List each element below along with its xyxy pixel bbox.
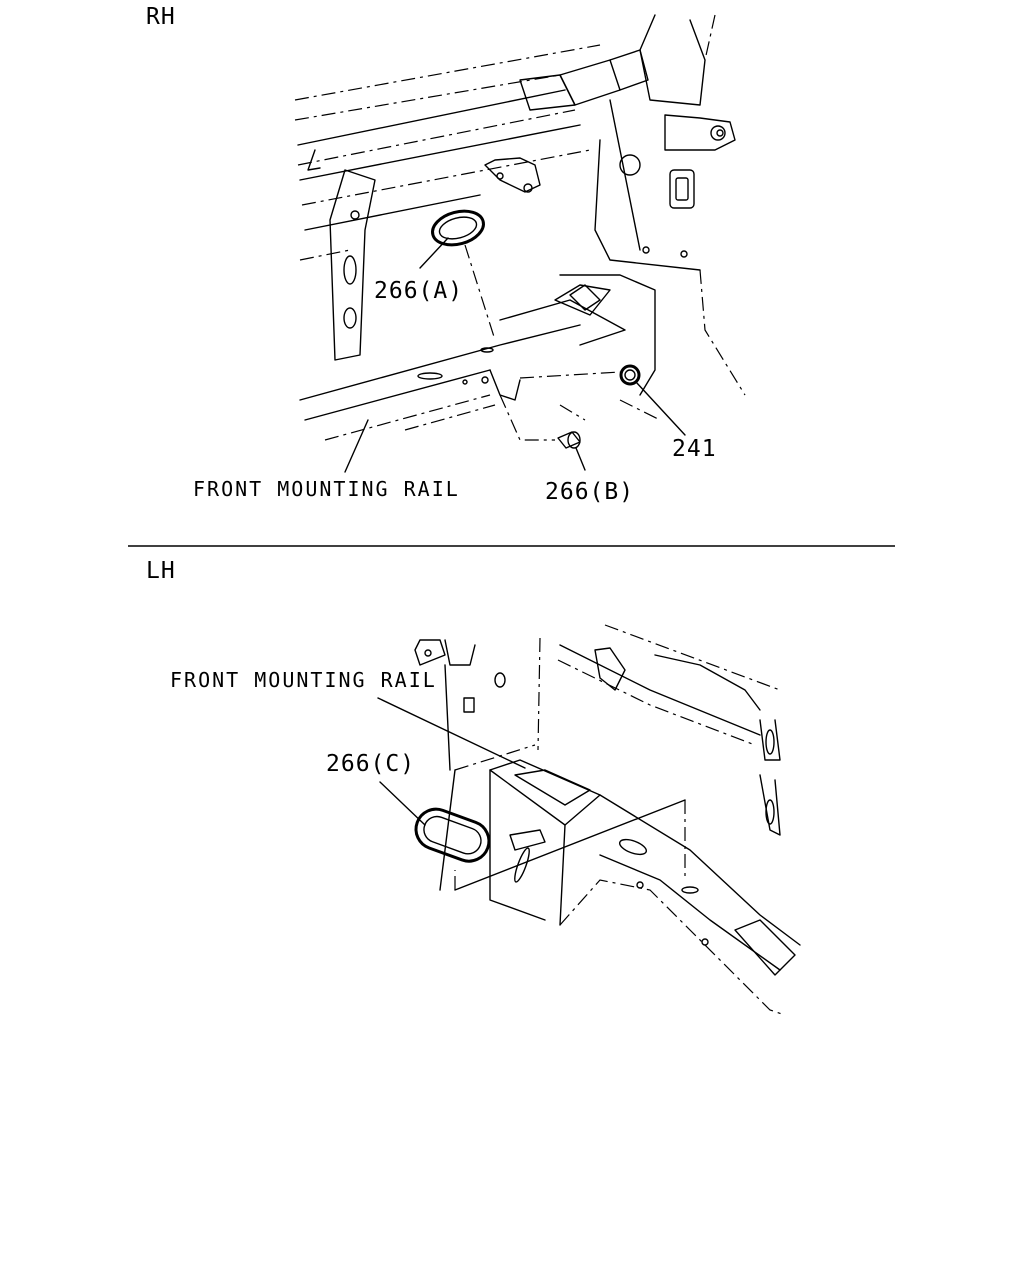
grommet-241	[619, 364, 641, 386]
grommet-266c	[414, 807, 491, 863]
callout-266b: 266(B)	[545, 479, 635, 505]
plug-266b	[557, 431, 581, 449]
rh-front-mounting-rail-label: FRONT MOUNTING RAIL	[193, 477, 460, 501]
rh-section-label: RH	[146, 4, 176, 30]
lh-vehicle-body	[414, 624, 801, 1016]
callout-266a: 266(A)	[374, 278, 464, 304]
rh-vehicle-body	[294, 14, 746, 441]
lh-front-mounting-rail-label: FRONT MOUNTING RAIL	[170, 668, 437, 692]
lh-section-label: LH	[146, 558, 176, 584]
callout-241: 241	[672, 436, 717, 462]
grommet-266a	[431, 209, 485, 247]
rh-leader-lines	[344, 237, 686, 473]
lh-leader-lines	[377, 697, 686, 891]
callout-266c: 266(C)	[326, 751, 416, 777]
